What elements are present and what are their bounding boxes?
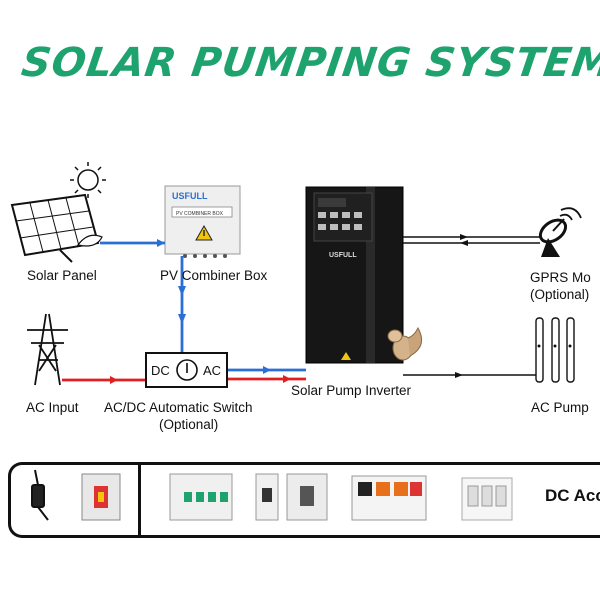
solar-panel-label: Solar Panel [27, 268, 97, 283]
accessories-panel [8, 462, 600, 538]
inverter-label: Solar Pump Inverter [291, 383, 412, 398]
dc-isolator-icon [81, 473, 121, 521]
mccb-icon [255, 473, 328, 521]
inverter-brand: USFULL [329, 252, 357, 259]
combiner-box-icon: USFULL PV COMBINER BOX [164, 185, 241, 258]
surge-protector-icon [351, 475, 427, 521]
fuse-holder-icon [461, 477, 513, 521]
pump-icon [535, 317, 575, 383]
switch-optional-label: (Optional) [159, 417, 219, 432]
power-pylon-icon [27, 313, 68, 386]
ac-pump-label: AC Pump [531, 400, 589, 415]
combiner-brand: USFULL [172, 191, 208, 201]
sun-icon [70, 162, 106, 198]
dc-wiring [100, 241, 306, 372]
gprs-optional-label: (Optional) [530, 287, 590, 302]
solar-panel-icon [10, 193, 103, 263]
auto-switch-icon: DC AC [145, 352, 228, 388]
accessories-label: DC Acc [545, 486, 600, 505]
breaker-icon [169, 473, 233, 521]
ac-wiring [62, 377, 306, 382]
combiner-box-label: PV Combiner Box [160, 268, 268, 283]
gprs-label: GPRS Mo [530, 270, 591, 285]
accessories-divider [138, 462, 141, 538]
ac-input-label: AC Input [26, 400, 79, 415]
satellite-dish-icon [538, 207, 582, 257]
switch-dc-label: DC [151, 363, 170, 378]
combiner-plate: PV COMBINER BOX [176, 211, 224, 217]
switch-label: AC/DC Automatic Switch [104, 400, 253, 415]
switch-ac-label: AC [203, 363, 221, 378]
mc4-connector-icon [31, 469, 49, 521]
signal-wiring [403, 236, 540, 376]
inverter-icon: USFULL [305, 186, 404, 364]
squirrel-icon [387, 326, 423, 361]
